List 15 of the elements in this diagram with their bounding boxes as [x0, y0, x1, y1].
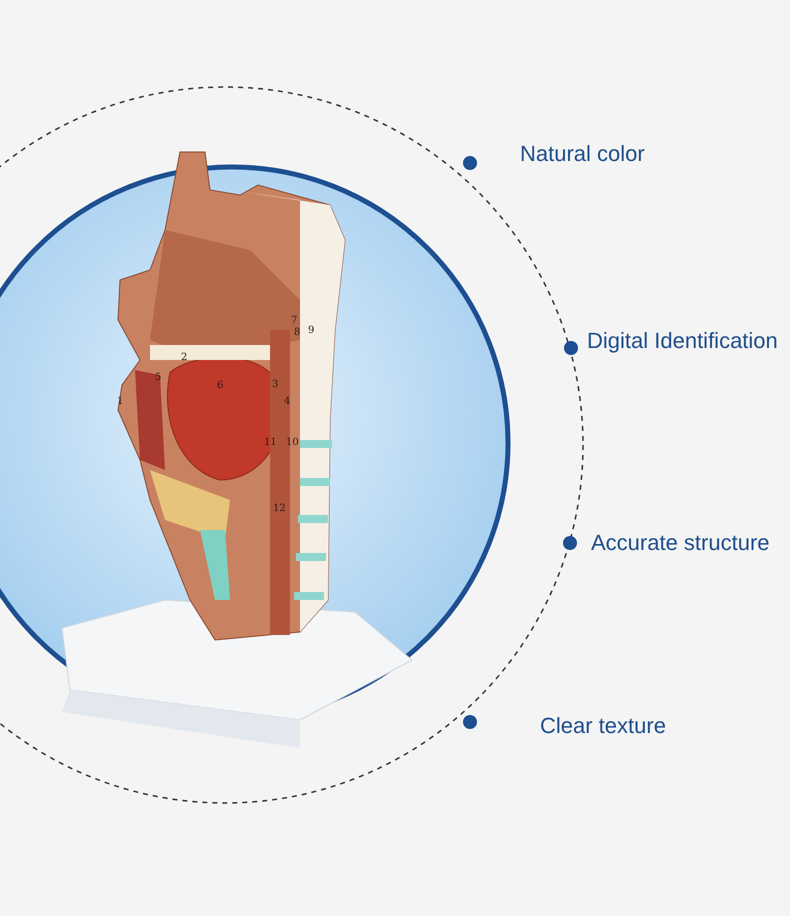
callout-number: 3: [272, 379, 278, 390]
feature-label: Accurate structure: [591, 530, 770, 556]
callout-number: 10: [286, 437, 299, 448]
callout-number: 4: [284, 396, 290, 407]
callout-number: 9: [308, 325, 314, 336]
callout-number: 12: [273, 503, 286, 514]
callout-number: 11: [264, 437, 277, 448]
callout-number: 2: [181, 352, 188, 363]
callout-number: 6: [217, 380, 224, 391]
callout-number: 8: [294, 327, 300, 338]
feature-label: Digital Identification: [587, 328, 778, 354]
feature-label: Natural color: [520, 141, 645, 167]
callout-number: 7: [291, 315, 298, 326]
callout-number: 5: [155, 372, 162, 383]
feature-label: Clear texture: [540, 713, 666, 739]
